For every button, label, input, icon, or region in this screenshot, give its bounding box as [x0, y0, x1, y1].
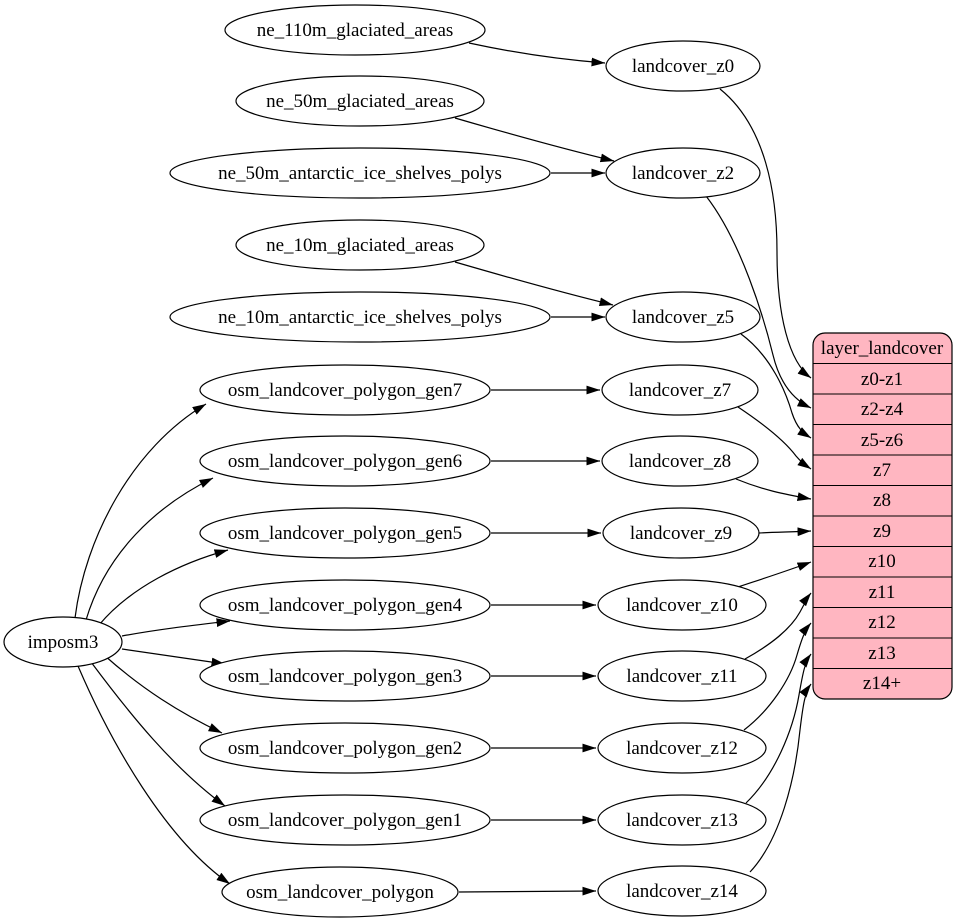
edge-landcover-z12-to-row-z12 [743, 622, 812, 731]
svg-text:osm_landcover_polygon_gen7: osm_landcover_polygon_gen7 [228, 380, 462, 401]
node-osm-landcover-polygon-gen4: osm_landcover_polygon_gen4 [199, 579, 491, 631]
table-row-z5-z6: z5-z6 [861, 430, 903, 451]
edge-imposm3-to-osm-landcover-polygon-gen4 [121, 618, 231, 637]
edge-landcover-z2-to-row-z2-z4 [705, 195, 812, 409]
svg-text:landcover_z11: landcover_z11 [626, 666, 737, 687]
edge-landcover-z5-to-row-z5-z6 [740, 333, 812, 439]
edge-osm-landcover-polygon-to-landcover-z14 [458, 886, 597, 896]
edge-ne-110m-glaciated-areas-to-landcover-z0 [468, 42, 606, 67]
node-landcover-z12: landcover_z12 [597, 722, 767, 774]
svg-text:landcover_z5: landcover_z5 [632, 307, 734, 328]
edge-imposm3-to-osm-landcover-polygon-gen7 [74, 403, 207, 619]
table-row-z10: z10 [868, 551, 895, 572]
table-layer-landcover: layer_landcover z0-z1 z2-z4 z5-z6 z7 z8 … [812, 332, 953, 700]
svg-text:landcover_z10: landcover_z10 [626, 595, 738, 616]
node-osm-landcover-polygon: osm_landcover_polygon [221, 866, 459, 918]
svg-text:osm_landcover_polygon_gen3: osm_landcover_polygon_gen3 [228, 666, 462, 687]
svg-text:ne_10m_glaciated_areas: ne_10m_glaciated_areas [266, 235, 454, 256]
node-imposm3: imposm3 [3, 616, 123, 668]
table-row-z8: z8 [873, 490, 891, 511]
svg-text:landcover_z14: landcover_z14 [626, 881, 738, 902]
svg-text:landcover_z9: landcover_z9 [630, 523, 732, 544]
edge-ne-10m-glaciated-areas-to-landcover-z5 [454, 261, 614, 307]
edge-landcover-z9-to-row-z9 [758, 527, 812, 537]
edge-landcover-z13-to-row-z13 [745, 653, 812, 804]
node-landcover-z7: landcover_z7 [601, 364, 759, 416]
edge-landcover-z0-to-row-z0-z1 [719, 88, 812, 379]
node-ne-10m-glaciated-areas: ne_10m_glaciated_areas [235, 219, 485, 271]
node-landcover-z13: landcover_z13 [597, 794, 767, 846]
svg-text:landcover_z13: landcover_z13 [626, 810, 738, 831]
node-osm-landcover-polygon-gen6: osm_landcover_polygon_gen6 [199, 435, 491, 487]
edge-imposm3-to-osm-landcover-polygon-gen2 [103, 654, 223, 734]
table-title: layer_landcover [821, 338, 944, 359]
edge-landcover-z10-to-row-z10 [737, 561, 812, 588]
node-osm-landcover-polygon-gen7: osm_landcover_polygon_gen7 [199, 364, 491, 416]
edge-imposm3-to-osm-landcover-polygon-gen6 [85, 477, 214, 621]
svg-text:osm_landcover_polygon_gen5: osm_landcover_polygon_gen5 [228, 523, 462, 544]
table-row-z11: z11 [869, 582, 896, 603]
table-row-z7: z7 [873, 460, 891, 481]
node-landcover-z2: landcover_z2 [605, 147, 761, 199]
node-osm-landcover-polygon-gen3: osm_landcover_polygon_gen3 [199, 650, 491, 702]
node-osm-landcover-polygon-gen5: osm_landcover_polygon_gen5 [199, 507, 491, 559]
svg-text:landcover_z7: landcover_z7 [629, 380, 731, 401]
node-osm-landcover-polygon-gen1: osm_landcover_polygon_gen1 [199, 794, 491, 846]
table-row-z13: z13 [868, 643, 895, 664]
svg-text:osm_landcover_polygon: osm_landcover_polygon [246, 882, 434, 903]
edge-landcover-z7-to-row-z7 [737, 406, 812, 470]
node-landcover-z0: landcover_z0 [605, 40, 761, 92]
edge-ne-50m-glaciated-areas-to-landcover-z2 [454, 117, 615, 163]
edge-imposm3-to-osm-landcover-polygon-gen5 [98, 549, 229, 626]
node-landcover-z10: landcover_z10 [597, 579, 767, 631]
edge-imposm3-to-osm-landcover-polygon [77, 665, 231, 885]
svg-text:osm_landcover_polygon_gen2: osm_landcover_polygon_gen2 [228, 738, 462, 759]
svg-text:ne_50m_glaciated_areas: ne_50m_glaciated_areas [266, 91, 454, 112]
node-landcover-z8: landcover_z8 [601, 435, 759, 487]
node-landcover-z14: landcover_z14 [597, 865, 767, 917]
edge-imposm3-to-osm-landcover-polygon-gen3 [121, 648, 226, 667]
node-ne-110m-glaciated-areas: ne_110m_glaciated_areas [224, 4, 486, 56]
node-osm-landcover-polygon-gen2: osm_landcover_polygon_gen2 [199, 722, 491, 774]
table-row-z2-z4: z2-z4 [861, 399, 904, 420]
edge-landcover-z8-to-row-z8 [735, 478, 812, 501]
svg-text:landcover_z12: landcover_z12 [626, 738, 738, 759]
svg-text:ne_50m_antarctic_ice_shelves_p: ne_50m_antarctic_ice_shelves_polys [218, 163, 502, 184]
node-ne-10m-antarctic-ice-shelves-polys: ne_10m_antarctic_ice_shelves_polys [169, 291, 551, 343]
table-row-z0-z1: z0-z1 [861, 369, 903, 390]
svg-text:landcover_z8: landcover_z8 [629, 451, 731, 472]
node-ne-50m-glaciated-areas: ne_50m_glaciated_areas [235, 75, 485, 127]
svg-text:osm_landcover_polygon_gen6: osm_landcover_polygon_gen6 [228, 451, 462, 472]
node-landcover-z9: landcover_z9 [602, 507, 760, 559]
edges [74, 42, 812, 896]
edge-landcover-z11-to-row-z11 [744, 592, 812, 660]
node-landcover-z11: landcover_z11 [597, 650, 767, 702]
node-landcover-z5: landcover_z5 [605, 291, 761, 343]
svg-text:landcover_z2: landcover_z2 [632, 163, 734, 184]
table-row-z14plus: z14+ [863, 673, 901, 694]
svg-text:ne_110m_glaciated_areas: ne_110m_glaciated_areas [257, 20, 454, 41]
svg-text:ne_10m_antarctic_ice_shelves_p: ne_10m_antarctic_ice_shelves_polys [218, 307, 502, 328]
node-ne-50m-antarctic-ice-shelves-polys: ne_50m_antarctic_ice_shelves_polys [169, 147, 551, 199]
table-row-z12: z12 [868, 612, 895, 633]
svg-text:imposm3: imposm3 [28, 632, 99, 653]
table-row-z9: z9 [873, 521, 891, 542]
edge-landcover-z14-to-row-z14plus [749, 683, 812, 873]
edge-imposm3-to-osm-landcover-polygon-gen1 [90, 661, 226, 807]
svg-text:osm_landcover_polygon_gen4: osm_landcover_polygon_gen4 [228, 595, 463, 616]
svg-text:landcover_z0: landcover_z0 [632, 56, 734, 77]
svg-text:osm_landcover_polygon_gen1: osm_landcover_polygon_gen1 [228, 810, 462, 831]
